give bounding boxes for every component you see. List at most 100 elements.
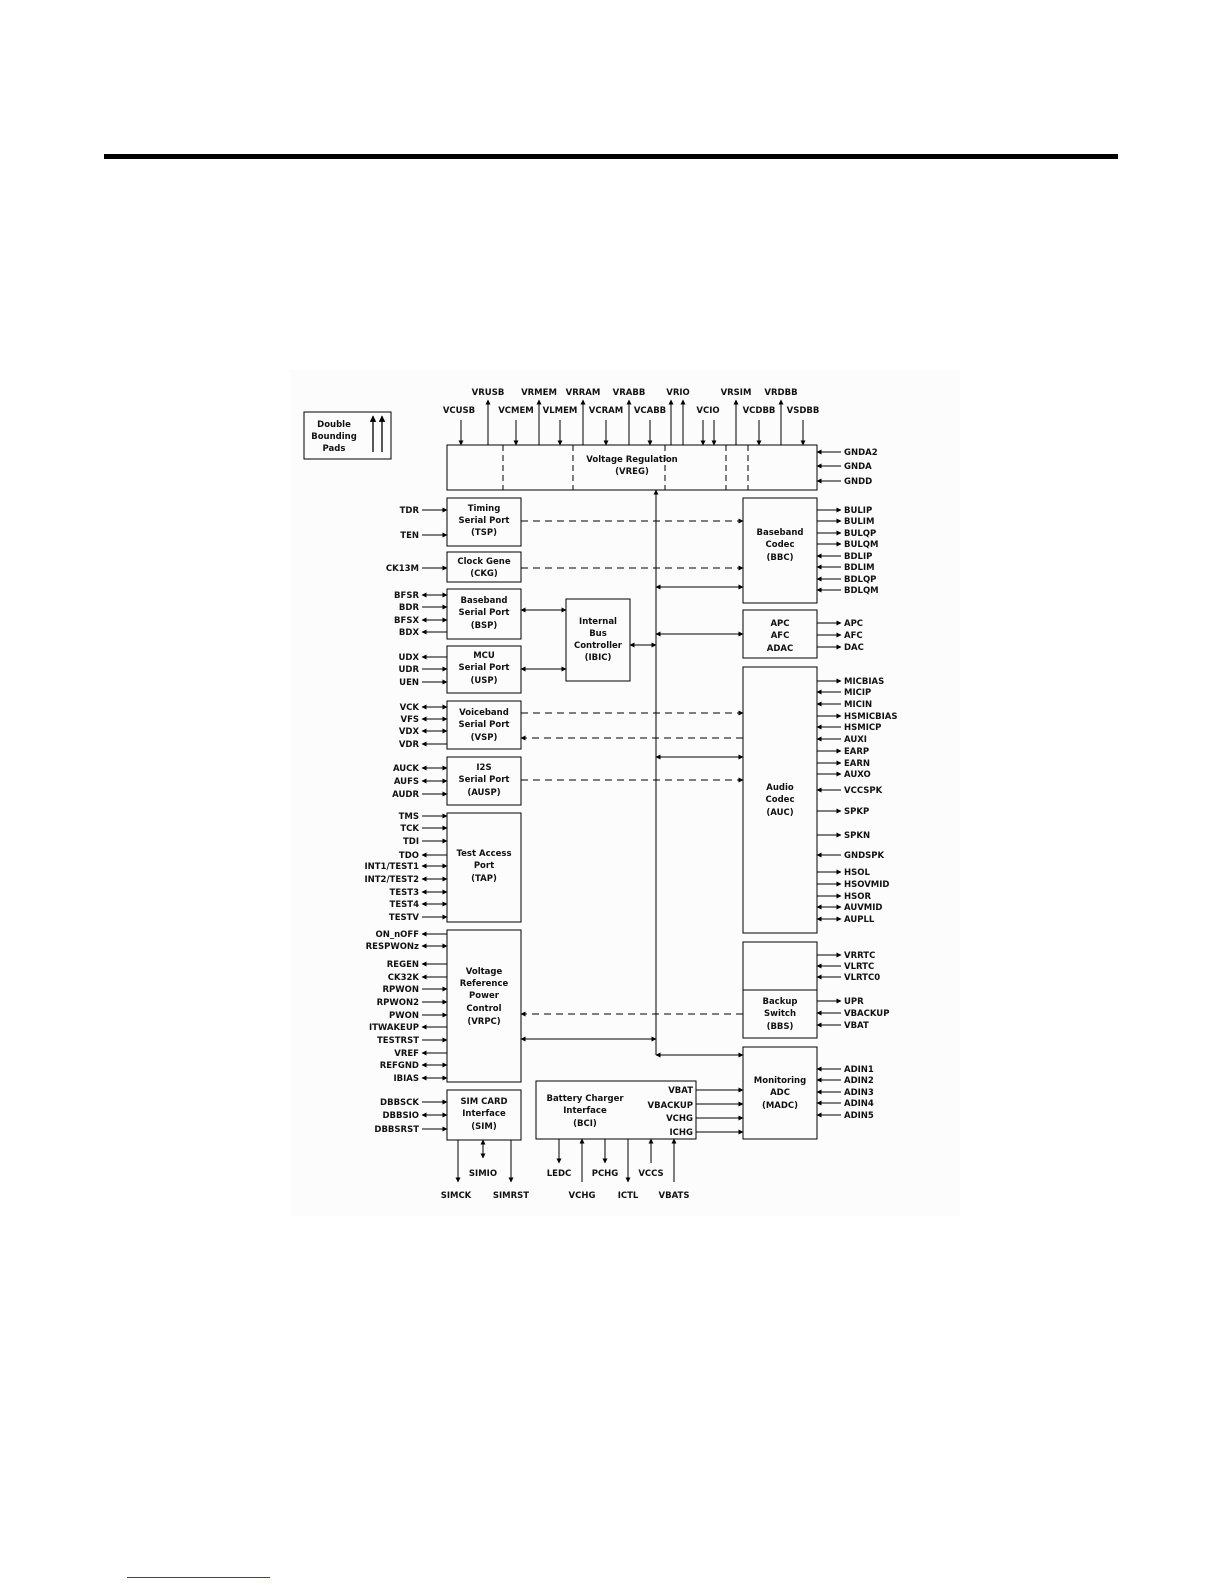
ibic-label: Controller <box>574 641 623 651</box>
vsp-label: (VSP) <box>471 733 498 743</box>
pin-dbbsio: DBBSIO <box>382 1111 419 1121</box>
vsp-label: Voiceband <box>459 708 509 718</box>
pin-bdlqm: BDLQM <box>844 586 879 596</box>
pin-udx: UDX <box>398 653 419 663</box>
bci-outputs: VBAT VBACKUP VCHG ICHG <box>648 1086 744 1138</box>
pin-vrrtc: VRRTC <box>844 951 875 961</box>
madc-label: Monitoring <box>754 1076 806 1086</box>
pin-rpwon: RPWON <box>383 985 420 995</box>
pin-hsmicp: HSMICP <box>844 723 881 733</box>
legend-line-2: Bounding <box>311 432 357 442</box>
tap-label: (TAP) <box>471 874 497 884</box>
vrpc-label: (VRPC) <box>467 1017 500 1027</box>
pin-vrabb: VRABB <box>613 388 646 398</box>
auc-label: Audio <box>766 783 794 793</box>
pin-vlmem: VLMEM <box>543 406 578 416</box>
pin-vcmem: VCMEM <box>498 406 534 416</box>
ausp-label: I2S <box>476 763 491 773</box>
right-blocks <box>742 497 818 1140</box>
bbs-label: (BBS) <box>767 1022 794 1032</box>
pin-ibias: IBIAS <box>393 1074 419 1084</box>
pin-vcdbb: VCDBB <box>743 406 776 416</box>
pin-int1-test1: INT1/TEST1 <box>364 862 419 872</box>
pin-simck: SIMCK <box>441 1191 472 1201</box>
pin-vrmem: VRMEM <box>521 388 557 398</box>
pin-vfs: VFS <box>400 715 419 725</box>
pin-bdlim: BDLIM <box>844 563 875 573</box>
auc-label: (AUC) <box>766 808 793 818</box>
pin-gndd: GNDD <box>844 477 872 487</box>
pin-vrio: VRIO <box>666 388 690 398</box>
block-diagram: Double Bounding Pads Voltage Regulation … <box>290 370 960 1216</box>
bsp-label: Serial Port <box>459 608 510 618</box>
pin-aupll: AUPLL <box>844 915 875 925</box>
pin-bulip: BULIP <box>844 506 872 516</box>
pin-testrst: TESTRST <box>377 1036 419 1046</box>
vrpc-label: Control <box>466 1004 501 1014</box>
bbc-label: Codec <box>766 540 795 550</box>
pin-int2-test2: INT2/TEST2 <box>364 875 419 885</box>
pin-vlrtc: VLRTC <box>844 962 874 972</box>
pin-ledc: LEDC <box>547 1169 572 1179</box>
ibic-label: Bus <box>589 629 607 639</box>
pin-micin: MICIN <box>844 700 872 710</box>
usp-label: Serial Port <box>459 663 510 673</box>
ausp-label: Serial Port <box>459 775 510 785</box>
pin-bulqm: BULQM <box>844 540 878 550</box>
pin-vcabb: VCABB <box>634 406 666 416</box>
tsp-label: Serial Port <box>459 516 510 526</box>
left-pins: TDRTENCK13MBFSRBDRBFSXBDXUDXUDRUENVCKVFS… <box>364 506 448 1135</box>
bci-label: (BCI) <box>573 1119 597 1129</box>
left-blocks <box>446 497 697 1141</box>
pin-hsor: HSOR <box>844 892 871 902</box>
pin-afc: AFC <box>844 631 863 641</box>
tap-label: Port <box>474 861 494 871</box>
pin-pwon: PWON <box>389 1011 419 1021</box>
pin-audr: AUDR <box>392 790 419 800</box>
pin-vref: VREF <box>394 1049 419 1059</box>
pin-adin3: ADIN3 <box>844 1088 874 1098</box>
bbs-label: Backup <box>762 997 797 1007</box>
pin-test4: TEST4 <box>390 900 420 910</box>
pin-spkp: SPKP <box>844 807 869 817</box>
pin-vcram: VCRAM <box>589 406 623 416</box>
apc-block-label: ADAC <box>767 644 793 654</box>
ibic-label: Internal <box>579 617 617 627</box>
pin-vbackup: VBACKUP <box>844 1009 889 1019</box>
legend-line-1: Double <box>317 420 351 430</box>
pin-tck: TCK <box>400 824 419 834</box>
pin-test3: TEST3 <box>390 888 420 898</box>
madc-label: (MADC) <box>762 1101 798 1111</box>
pin-vccspk: VCCSPK <box>844 786 883 796</box>
pin-bdlip: BDLIP <box>844 552 872 562</box>
pin-udr: UDR <box>398 665 419 675</box>
pin-on-noff: ON_nOFF <box>376 930 420 940</box>
ckg-label: Clock Gene <box>457 557 510 567</box>
pin-tdo: TDO <box>399 851 419 861</box>
vreg-block: Voltage Regulation (VREG) <box>446 444 818 491</box>
sim-label: Interface <box>462 1109 506 1119</box>
pin-spkn: SPKN <box>844 831 870 841</box>
apc-block-label: APC <box>770 619 789 629</box>
auc-label: Codec <box>766 795 795 805</box>
pin-upr: UPR <box>844 997 864 1007</box>
sim-label: SIM CARD <box>460 1097 507 1107</box>
pin-aufs: AUFS <box>394 777 419 787</box>
bbc-label: (BBC) <box>767 553 794 563</box>
pin-dac: DAC <box>844 643 864 653</box>
pin-vrram: VRRAM <box>566 388 601 398</box>
pin-simio: SIMIO <box>469 1169 497 1179</box>
pin-respwonz: RESPWONz <box>366 942 419 952</box>
pin-simrst: SIMRST <box>493 1191 529 1201</box>
pin-apc: APC <box>844 619 863 629</box>
pin-rpwon2: RPWON2 <box>377 998 419 1008</box>
pin-ck13m: CK13M <box>386 564 419 574</box>
pin-micip: MICIP <box>844 688 871 698</box>
pin-vcio: VCIO <box>696 406 719 416</box>
pin-vdr: VDR <box>399 740 420 750</box>
pin-uen: UEN <box>399 678 419 688</box>
pin-auxi: AUXI <box>844 735 867 745</box>
pin-tdr: TDR <box>400 506 420 516</box>
footer-link-underline[interactable] <box>127 1577 270 1578</box>
pin-bfsr: BFSR <box>394 591 419 601</box>
